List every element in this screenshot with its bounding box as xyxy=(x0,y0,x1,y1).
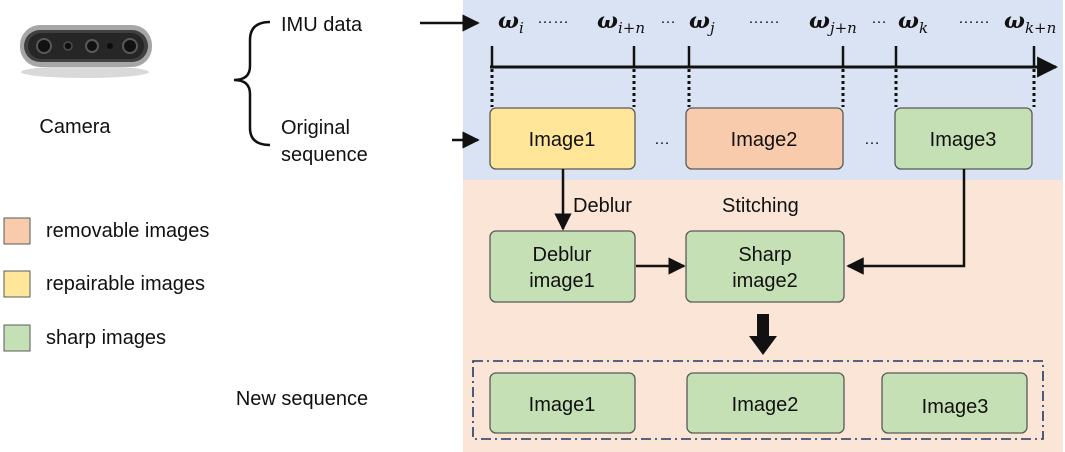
omega-label-i-plus-n: ωi+n xyxy=(597,8,645,37)
original-image2-label: Image2 xyxy=(731,129,798,151)
time-dotted-guides xyxy=(490,69,1036,107)
legend-label-removable: removable images xyxy=(46,220,209,242)
new-image3-box: Image3 xyxy=(881,372,1028,434)
original-image3-box: Image3 xyxy=(894,107,1033,170)
stitching-step-label: Stitching xyxy=(722,195,799,217)
imu-data-label: IMU data xyxy=(281,14,363,36)
new-image1-box: Image1 xyxy=(489,372,636,434)
time-ticks xyxy=(490,46,1036,67)
image3-to-sharp-arrow xyxy=(846,169,966,275)
legend-label-repairable: repairable images xyxy=(46,273,205,295)
new-image2-box: Image2 xyxy=(686,372,845,434)
deblur-image1-box: Deblur image1 xyxy=(489,230,636,303)
omega-label-k: ωk xyxy=(898,8,928,37)
omega-label-i: ωi xyxy=(498,8,524,37)
omega-ellipsis-4: … xyxy=(871,10,887,27)
omega-ellipsis-5: …… xyxy=(958,10,990,27)
original-image1-box: Image1 xyxy=(489,107,636,170)
deblur-image1-line2: image1 xyxy=(529,270,595,292)
sharp-image2-line1: Sharp xyxy=(738,244,791,266)
original-image3-label: Image3 xyxy=(930,129,997,151)
sequence-ellipsis-2: … xyxy=(864,131,880,148)
original-image2-box: Image2 xyxy=(685,107,844,170)
sharp-image2-line2: image2 xyxy=(732,270,798,292)
original-sequence-label-line1: Original xyxy=(281,117,350,139)
legend-swatch-sharp xyxy=(3,324,31,352)
omega-label-j: ωj xyxy=(689,8,715,37)
sharp-image2-box: Sharp image2 xyxy=(685,230,845,303)
omega-ellipsis-2: … xyxy=(660,10,676,27)
legend-swatch-removable xyxy=(3,217,31,245)
legend: removable images repairable images sharp… xyxy=(3,217,209,352)
legend-label-sharp: sharp images xyxy=(46,327,166,349)
sequence-ellipsis-1: … xyxy=(654,131,670,148)
omega-label-j-plus-n: ωj+n xyxy=(809,8,857,37)
new-sequence-label: New sequence xyxy=(236,388,368,410)
deblur-image1-line1: Deblur xyxy=(533,244,592,266)
omega-ellipsis-3: …… xyxy=(748,10,780,27)
camera-label: Camera xyxy=(39,116,111,138)
new-image3-label: Image3 xyxy=(922,396,989,418)
legend-swatch-repairable xyxy=(3,270,31,298)
input-brace xyxy=(233,20,271,147)
new-sequence-frame xyxy=(472,360,1044,440)
original-sequence-label-line2: sequence xyxy=(281,144,368,166)
deblur-step-label: Deblur xyxy=(573,195,632,217)
new-image2-label: Image2 xyxy=(732,394,799,416)
output-down-arrow xyxy=(749,314,777,355)
camera-icon xyxy=(20,25,152,78)
original-image1-label: Image1 xyxy=(529,129,596,151)
omega-label-k-plus-n: ωk+n xyxy=(1004,8,1056,37)
new-image1-label: Image1 xyxy=(529,394,596,416)
omega-ellipsis-1: …… xyxy=(537,10,569,27)
